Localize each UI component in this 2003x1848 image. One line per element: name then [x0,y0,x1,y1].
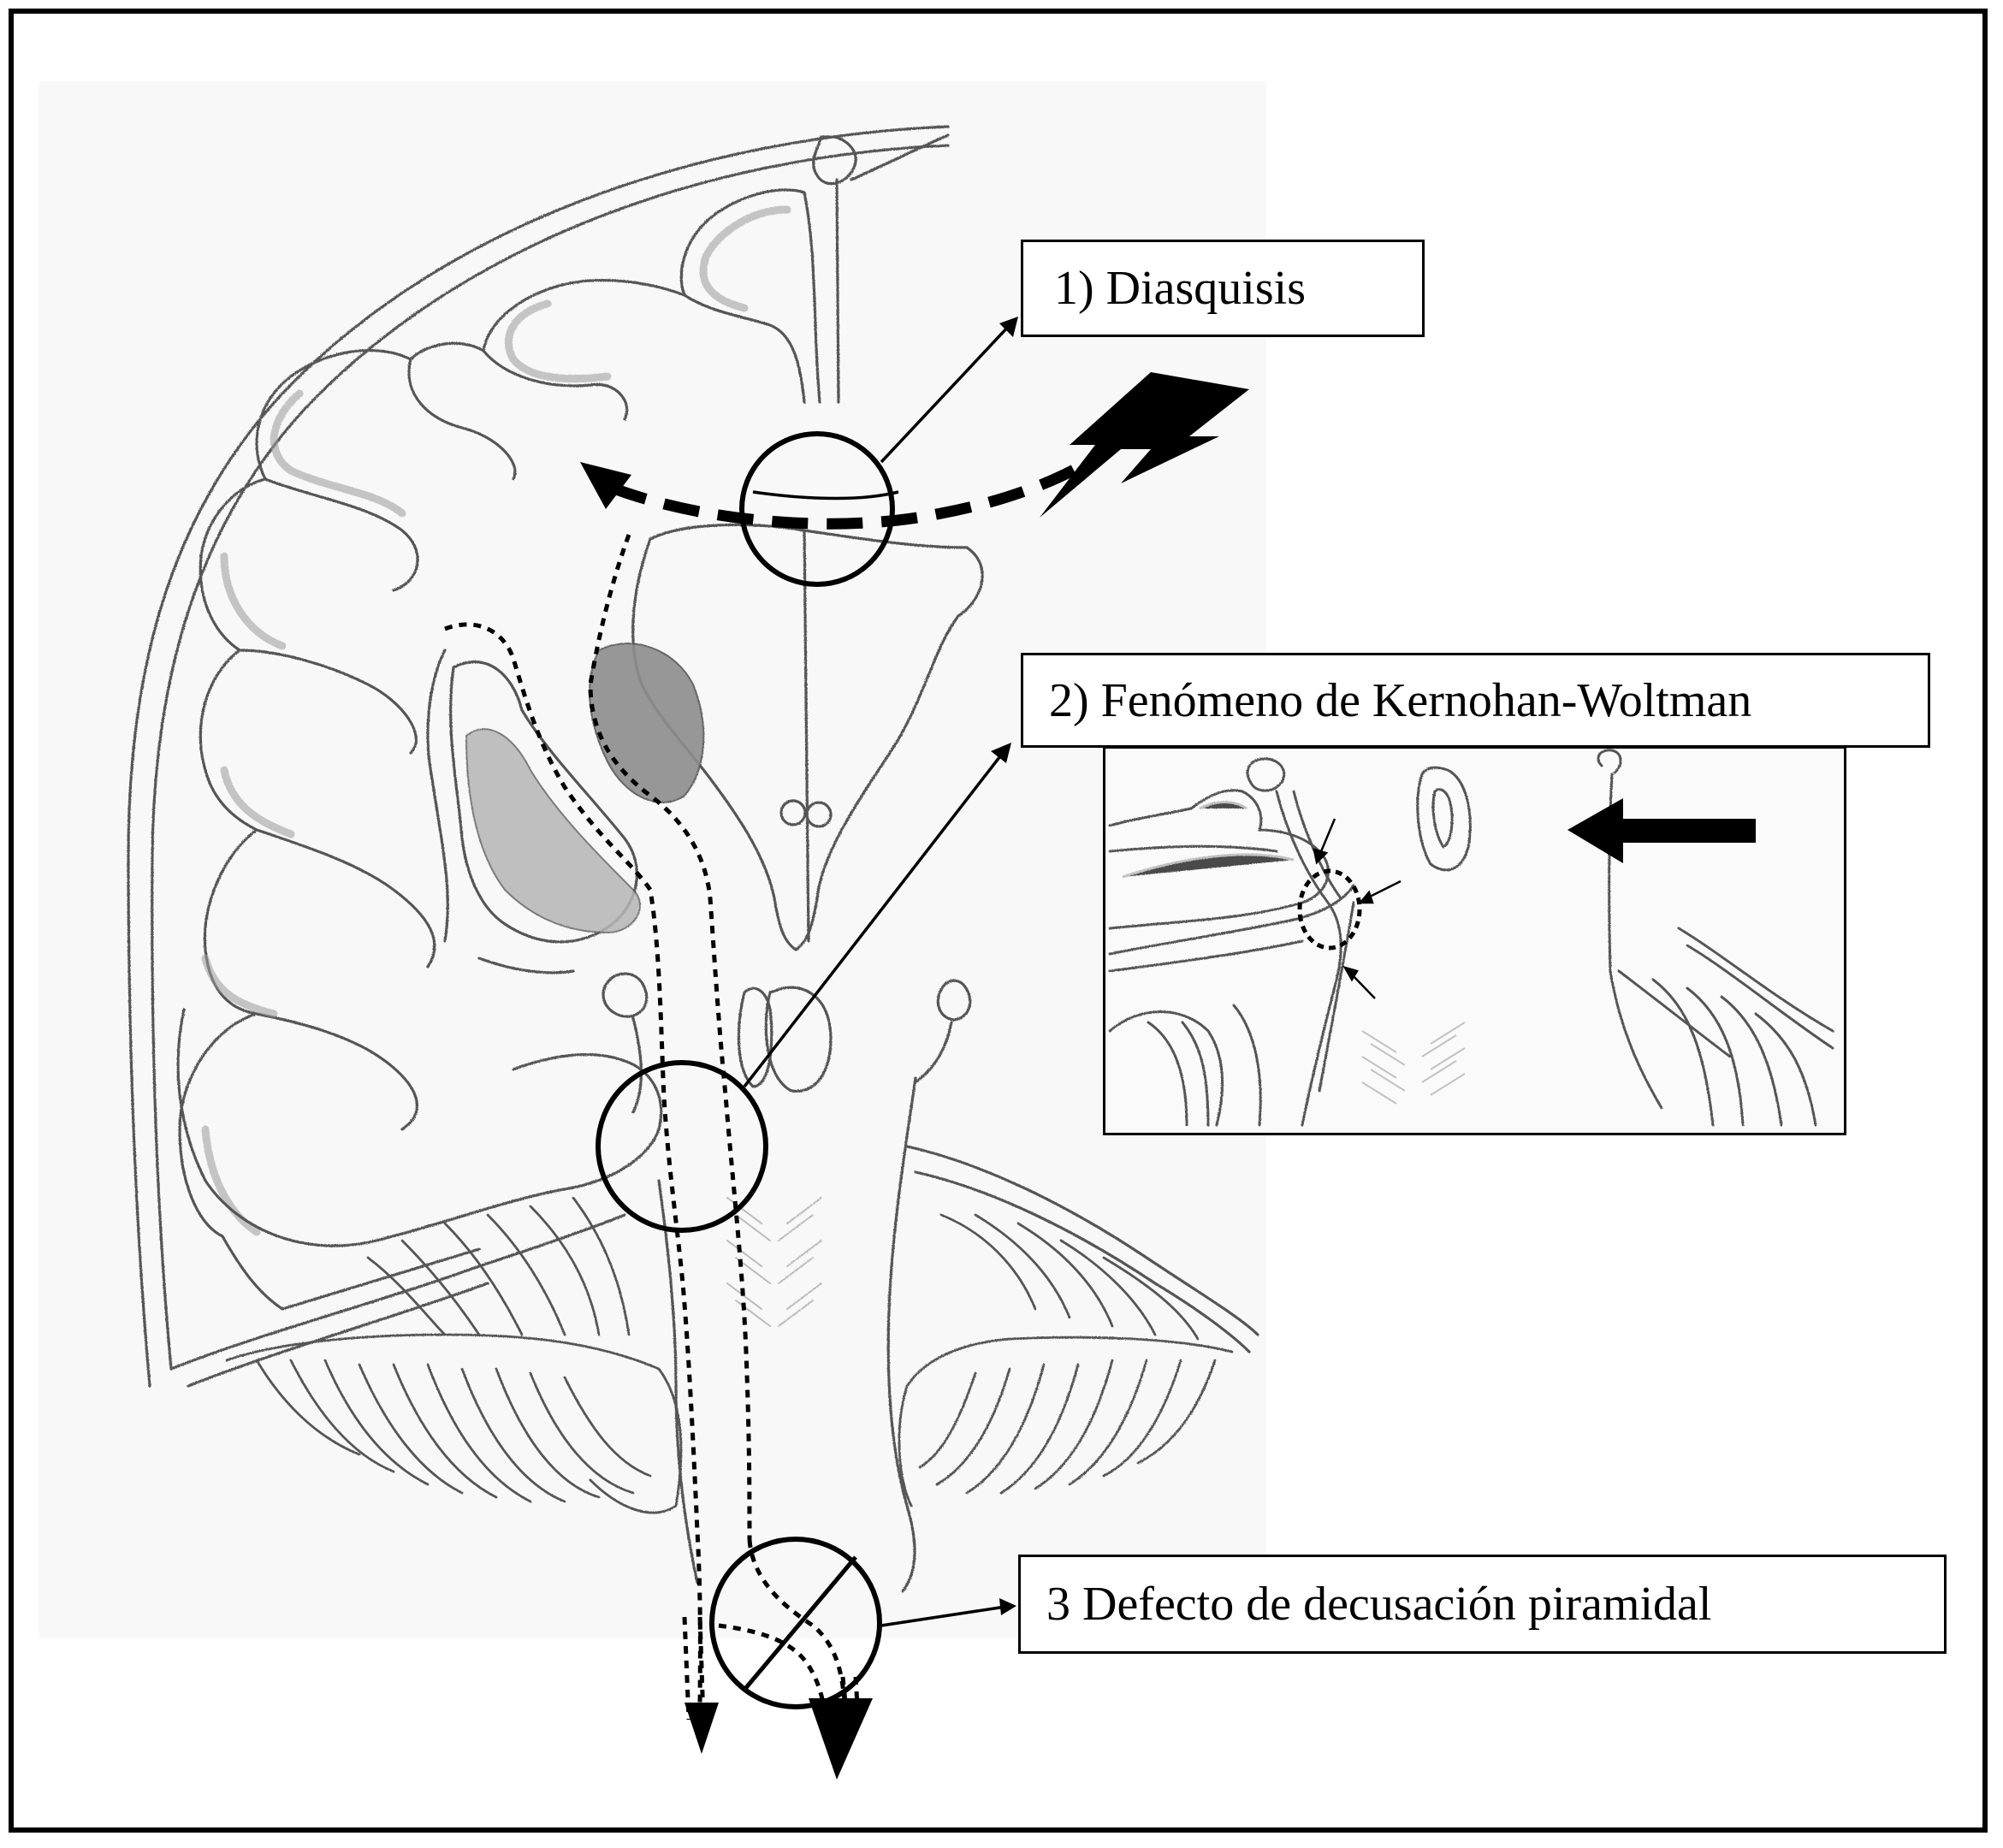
inset-ventricle [1416,766,1472,872]
brainstem-left [657,1179,699,1584]
leader-line-1 [880,323,1011,464]
label-diaschisis-text: 1) Diasquisis [1054,262,1306,315]
temporal-lobe [176,1008,663,1247]
skull-inner-contour [151,144,950,1371]
highlight-circle-2 [596,1060,768,1233]
arrow-down-icon [809,1698,873,1780]
paper-background [39,81,1266,1638]
cerebellum-right [898,1213,1234,1507]
tentorium-left [169,1213,626,1371]
arrow-left-icon [1567,798,1756,863]
brainstem-right [886,1076,917,1593]
annotation-overlays [444,317,1099,1780]
pyramidal-tract-left-inner [588,534,752,1541]
kernohan-notch [1297,868,1362,951]
kernohan-inset [1103,746,1846,1135]
tentorium-right [905,1145,1259,1336]
skull-outer-contour [127,125,950,1388]
diaschisis-dashed-arc [609,453,1099,530]
cortex-gyri [178,188,806,1238]
putamen-shade [465,728,642,934]
circle-3-strike [743,1555,857,1691]
label-kernohan-text: 2) Fenómeno de Kernohan-Woltman [1049,673,1752,727]
pyramidal-tract-left [444,622,702,1721]
leader-line-3 [880,1605,1006,1627]
label-kernohan-woltman: 2) Fenómeno de Kernohan-Woltman [1021,653,1930,748]
highlight-circle-1 [739,431,895,587]
lightning-bolt-icon [1040,372,1249,518]
inset-drawing [1108,749,1834,1127]
brain-sketch [127,125,1259,1593]
falx-cerebri [812,135,857,186]
highlight-circle-3 [709,1537,882,1709]
inset-cortex [1108,789,1330,930]
cerebellum-left [225,1196,683,1514]
label-diaschisis: 1) Diasquisis [1021,240,1425,337]
label-pyramidal-decussation: 3 Defecto de decusación piramidal [1018,1555,1947,1654]
arrow-down-icon [684,1703,719,1754]
dashed-arc-arrowhead [580,462,631,509]
label-decussation-text: 3 Defecto de decusación piramidal [1046,1578,1712,1631]
leader-line-2 [743,751,1004,1088]
